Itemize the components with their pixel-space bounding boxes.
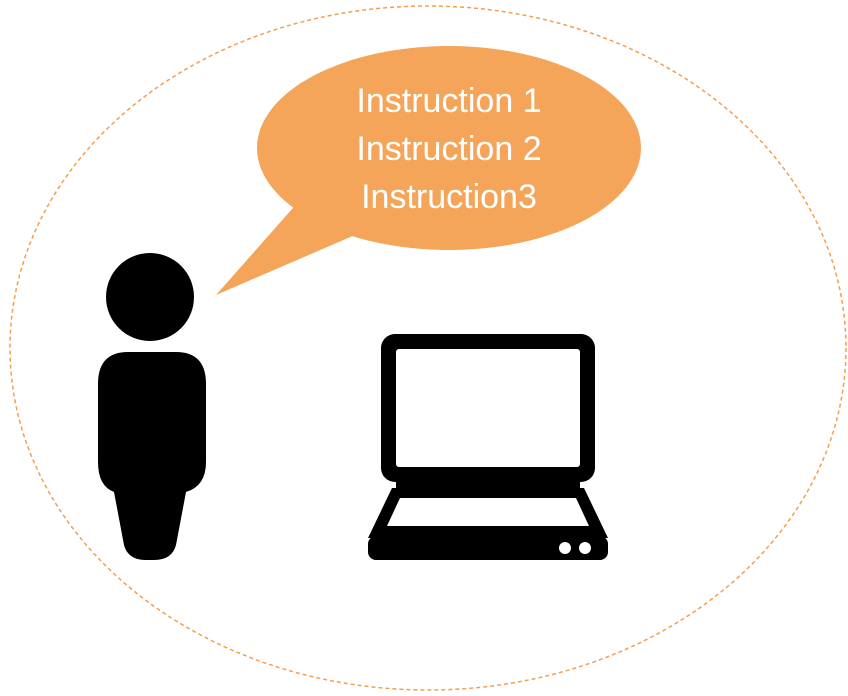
laptop-hinge <box>396 480 580 488</box>
laptop-icon <box>368 334 608 560</box>
speech-bubble-tail <box>216 200 362 295</box>
speech-bubble-body <box>257 46 641 250</box>
speech-bubble: Instruction 1 Instruction 2 Instruction3 <box>216 46 641 295</box>
laptop-screen <box>396 349 580 467</box>
laptop-indicator-light-2 <box>579 542 591 554</box>
laptop-base <box>368 536 608 560</box>
instruction-line-2: Instruction 2 <box>356 130 541 168</box>
person-body <box>98 352 206 560</box>
person-head <box>106 253 194 341</box>
boundary-ellipse <box>9 5 847 691</box>
laptop-indicator-light-1 <box>559 542 571 554</box>
instruction-line-3: Instruction3 <box>361 178 537 216</box>
person-icon <box>98 253 206 560</box>
laptop-trackpad-area <box>387 498 589 526</box>
instruction-line-1: Instruction 1 <box>356 82 541 120</box>
